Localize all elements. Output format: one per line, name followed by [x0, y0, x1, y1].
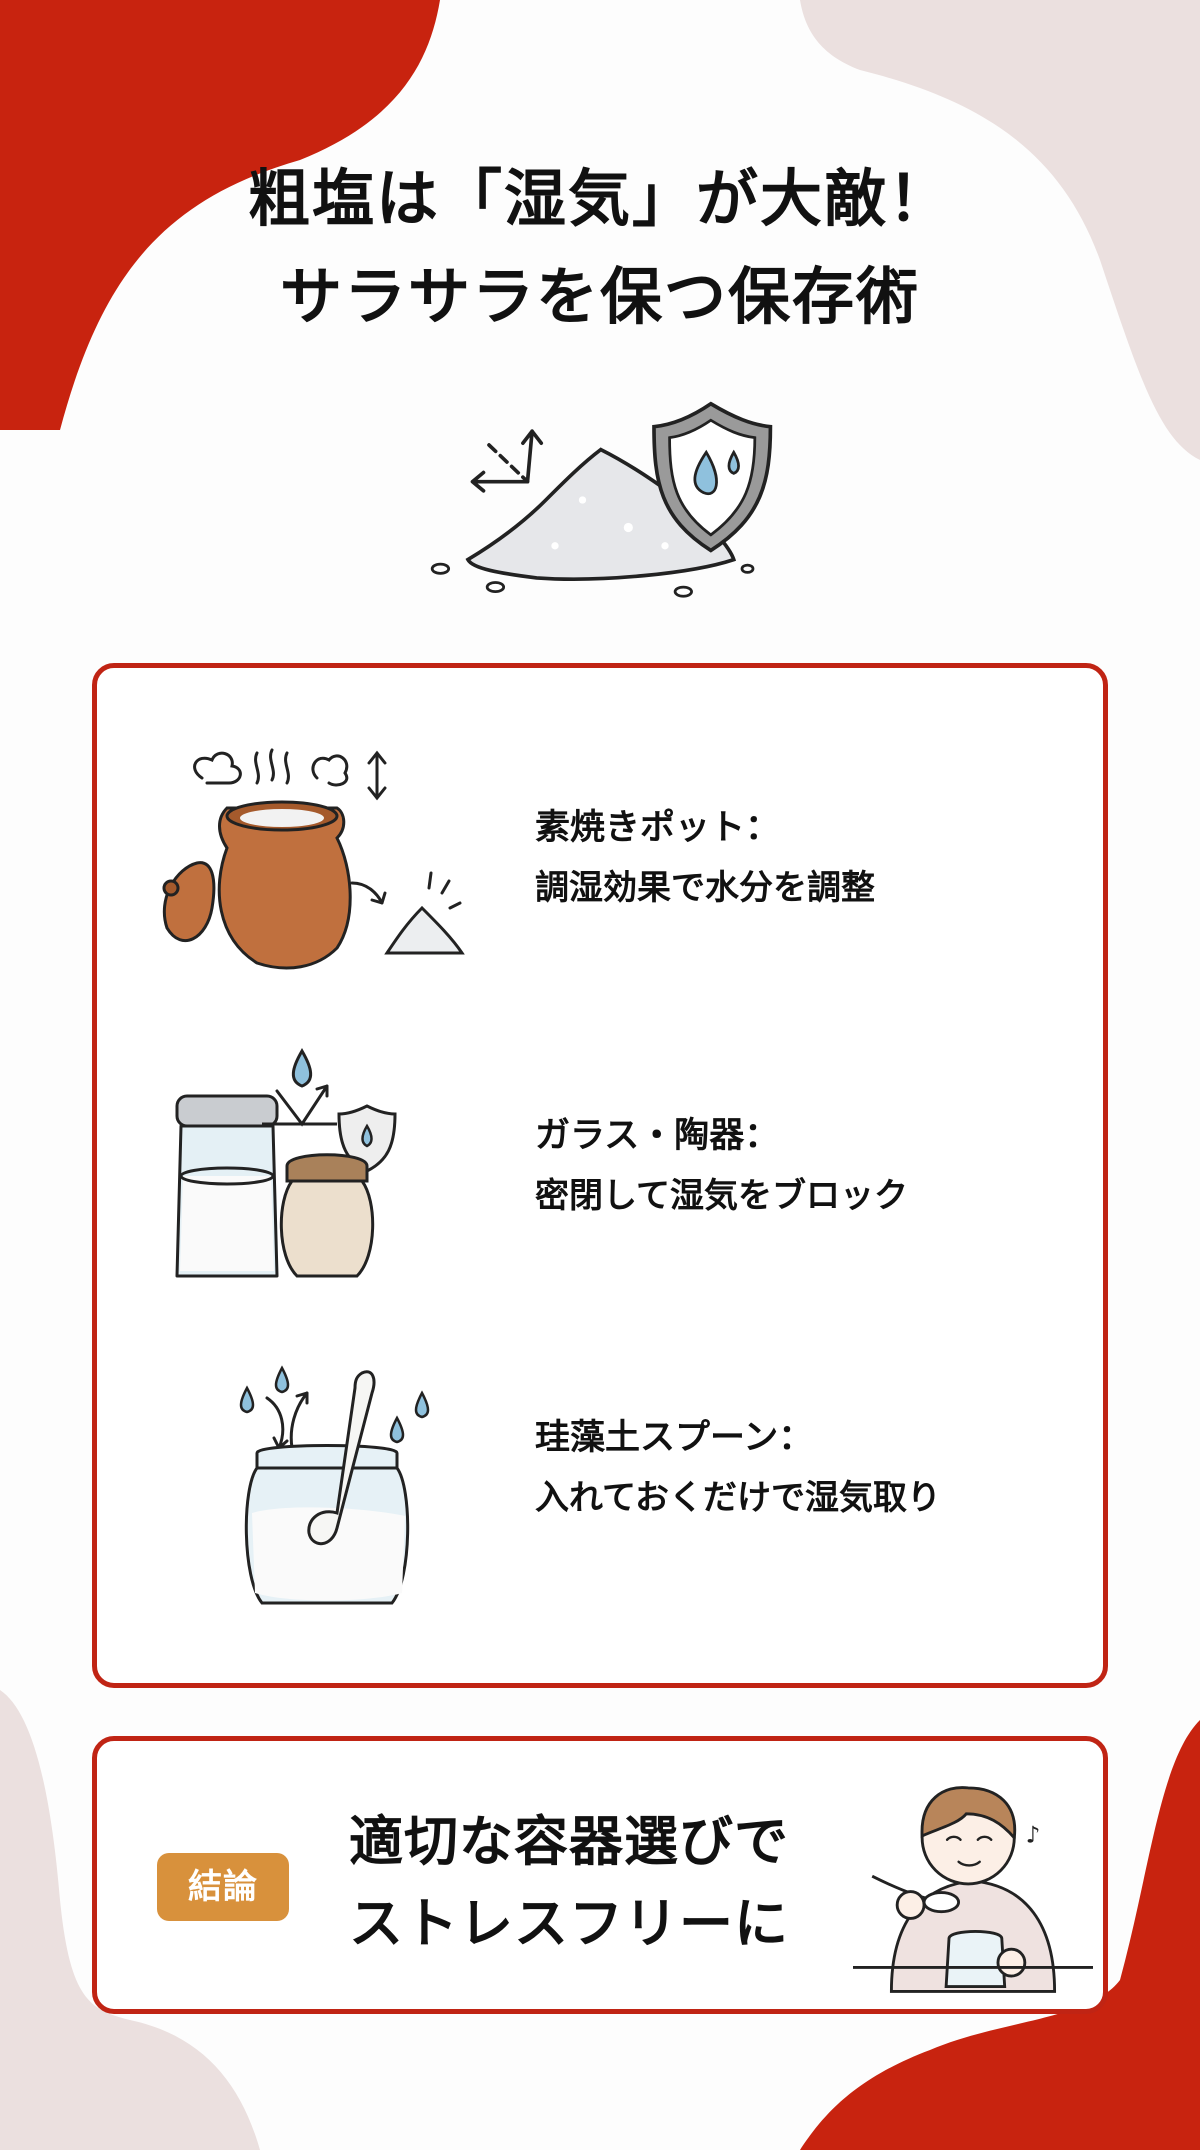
music-note-icon: ♪ — [1026, 1823, 1041, 1849]
method-description: 密閉して湿気をブロック — [535, 1176, 908, 1216]
storage-methods-card: 素焼きポット： 調湿効果で水分を調整 ガラス・陶器： 密閉して湿気をブロック — [92, 663, 1108, 1688]
method-description: 入れておくだけで湿気取り — [535, 1478, 941, 1518]
happy-person-icon: ♪ — [853, 1786, 1093, 1993]
method-label: 素焼きポット： — [535, 808, 781, 848]
top-right-pink-blob — [800, 0, 1200, 460]
conclusion-line-1: 適切な容器選びで — [349, 1810, 789, 1873]
conclusion-line-2: ストレスフリーに — [349, 1892, 789, 1955]
method-text: 素焼きポット： 調湿効果で水分を調整 — [535, 798, 875, 918]
diatomaceous-spoon-jar-icon — [239, 1365, 430, 1605]
method-item-glass-ceramic: ガラス・陶器： 密閉して湿気をブロック — [97, 1046, 1103, 1296]
method-item-clay-pot: 素焼きポット： 調湿効果で水分を調整 — [97, 738, 1103, 988]
salt-pile-with-shield-icon — [430, 401, 773, 598]
bottom-right-red-blob — [800, 1720, 1200, 2150]
title-line-1: 粗塩は「湿気」が大敵！ — [247, 162, 952, 235]
conclusion-text: 適切な容器選びで ストレスフリーに — [349, 1801, 789, 1965]
method-text: 珪藻土スプーン： 入れておくだけで湿気取り — [535, 1408, 941, 1528]
bottom-left-pink-blob — [0, 1690, 260, 2150]
title-line-2: サラサラを保つ保存術 — [279, 260, 920, 333]
conclusion-card: 結論 適切な容器選びで ストレスフリーに ♪ — [92, 1736, 1108, 2014]
page-title: 粗塩は「湿気」が大敵！ サラサラを保つ保存術 — [0, 150, 1200, 346]
clay-pot-icon — [162, 748, 465, 970]
top-left-red-blob — [0, 0, 440, 430]
method-description: 調湿効果で水分を調整 — [535, 868, 875, 908]
glass-ceramic-jar-icon — [175, 1048, 397, 1278]
method-label: ガラス・陶器： — [535, 1116, 780, 1156]
method-text: ガラス・陶器： 密閉して湿気をブロック — [535, 1106, 908, 1226]
method-item-diatomaceous-spoon: 珪藻土スプーン： 入れておくだけで湿気取り — [97, 1348, 1103, 1628]
conclusion-badge: 結論 — [157, 1853, 289, 1921]
method-label: 珪藻土スプーン： — [535, 1418, 814, 1458]
